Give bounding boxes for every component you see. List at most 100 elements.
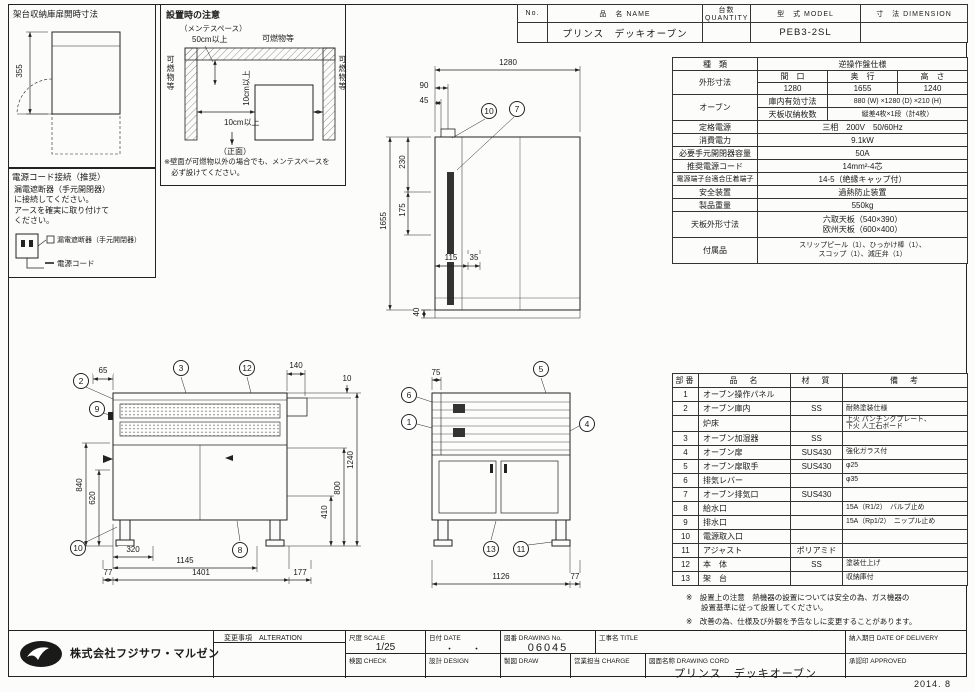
balloon-callout: 6 xyxy=(401,387,417,403)
part-name: 排気レバー xyxy=(698,472,791,488)
parts-row: 炉床 上火 パンチングプレート、 下火 人工石ボード xyxy=(672,415,968,432)
part-material xyxy=(790,570,843,586)
spec-row-value: 六取天板（540×390） 欧州天板（600×400） xyxy=(756,211,969,238)
parts-row: 10 電源取入口 xyxy=(672,528,968,544)
balloon-callout: 8 xyxy=(232,542,248,558)
cord-legend-label: 電源コード xyxy=(57,259,95,268)
parts-row: 6 排気レバー φ35 xyxy=(672,472,968,488)
parts-row: 13 架 台 収納庫付 xyxy=(672,570,968,586)
part-no: 10 xyxy=(672,528,699,544)
parts-row: 11 アジャスト ポリアミド xyxy=(672,542,968,558)
drawing-name-label: 図面名称 DRAWING CORD xyxy=(649,658,729,665)
parts-row: 7 オーブン排気口 SUS430 xyxy=(672,486,968,502)
part-material xyxy=(790,472,843,488)
col-name: 品 名 NAME xyxy=(547,4,703,23)
spec-inner-label: 庫内有効寸法 xyxy=(757,94,828,108)
check-label: 検図 CHECK xyxy=(349,658,387,665)
power-box-title: 電源コード接続（推奨） xyxy=(12,172,106,182)
part-name: オーブン庫内 xyxy=(698,401,791,416)
spec-row-label: 安全装置 xyxy=(672,185,758,199)
spec-row-label: 推奨電源コード xyxy=(672,159,758,173)
parts-row: 9 排水口 15A（Rp1/2） ニップル止め xyxy=(672,514,968,530)
clearance-50cm-label: 50cm以上 xyxy=(192,35,228,44)
dim-label: 90 xyxy=(416,82,432,90)
cell-qty xyxy=(702,22,751,43)
balloon-callout: 10 xyxy=(70,540,86,556)
spec-row-value: 50A xyxy=(756,146,969,160)
part-note: φ25 xyxy=(842,458,968,474)
parts-row: 4 オーブン扉 SUS430 強化ガラス付 xyxy=(672,444,968,460)
spec-height-header: 高 さ xyxy=(896,70,969,83)
dim-label: 177 xyxy=(288,569,312,577)
col-qty: 台数 QUANTITY xyxy=(702,4,751,23)
parts-row: 8 給水口 15A（R1/2） バルブ止め xyxy=(672,500,968,516)
part-material xyxy=(790,415,843,432)
part-material xyxy=(790,500,843,516)
parts-col-material: 材 質 xyxy=(790,373,843,388)
dim-label: 840 xyxy=(75,473,84,497)
part-no: 12 xyxy=(672,556,699,572)
part-material xyxy=(790,387,843,402)
install-box-title: 設置時の注意 xyxy=(166,10,221,20)
approved-label: 承認印 APPROVED xyxy=(849,658,907,665)
parts-row: 12 本 体 SS 塗装仕上げ xyxy=(672,556,968,572)
part-no: 4 xyxy=(672,444,699,460)
dim-label: 1401 xyxy=(184,569,218,577)
company-logo xyxy=(20,641,62,667)
part-no: 8 xyxy=(672,500,699,516)
scale-area: 尺度 SCALE 1/25 xyxy=(345,631,425,654)
spec-depth-header: 奥 行 xyxy=(827,70,898,83)
rack-box-title: 架台収納庫扉開時寸法 xyxy=(13,9,99,19)
spec-row-label: 定格電源 xyxy=(672,120,758,134)
part-name: オーブン加湿器 xyxy=(698,430,791,446)
project-title-label: 工事名 TITLE xyxy=(599,635,639,642)
part-note: 強化ガラス付 xyxy=(842,444,968,460)
clearance-10cm-label: 10cm以上 xyxy=(224,118,260,127)
delivery-area: 納入期日 DATE OF DELIVERY xyxy=(845,631,967,654)
spec-inner-value: 880 (W) ×1280 (D) ×210 (H) xyxy=(826,94,969,108)
drawing-number-label: 図番 DRAWING No. xyxy=(504,635,562,642)
part-note xyxy=(842,387,968,402)
dim-label: 1126 xyxy=(484,573,518,581)
part-no: 1 xyxy=(672,387,699,402)
dim-label: 65 xyxy=(93,367,113,375)
part-name: 本 体 xyxy=(698,556,791,572)
spec-row-label: 電源端子台適合圧着端子 xyxy=(672,172,758,186)
part-name: 給水口 xyxy=(698,500,791,516)
charge-area: 営業担当 CHARGE xyxy=(570,654,645,678)
part-no: 2 xyxy=(672,401,699,416)
cell-name: プリンス デッキオーブン xyxy=(547,22,703,43)
part-material: SUS430 xyxy=(790,458,843,474)
spec-height-value: 1240 xyxy=(896,82,969,95)
part-note: 塗装仕上げ xyxy=(842,556,968,572)
part-material xyxy=(790,528,843,544)
part-material: SS xyxy=(790,556,843,572)
balloon-callout: 7 xyxy=(509,101,525,117)
part-no: 13 xyxy=(672,570,699,586)
footnote-line: 設置基準に従って設置してください。 xyxy=(686,602,828,612)
dim-label: 355 xyxy=(15,59,24,83)
spec-width-value: 1280 xyxy=(757,82,828,95)
charge-label: 営業担当 CHARGE xyxy=(574,658,630,665)
parts-row: 2 オーブン庫内 SS 耐熱塗装仕様 xyxy=(672,401,968,416)
date-label: 日付 DATE xyxy=(429,635,461,642)
part-name: オーブン操作パネル xyxy=(698,387,791,402)
dim-label: 410 xyxy=(320,500,329,524)
part-no: 5 xyxy=(672,458,699,474)
part-name: オーブン扉 xyxy=(698,444,791,460)
part-name: 電源取入口 xyxy=(698,528,791,544)
project-title-area: 工事名 TITLE xyxy=(595,631,845,654)
spec-row-value: スリップピール（1）、ひっかけ棒（1）、 スコップ（1）、減圧弁（1） xyxy=(756,237,969,264)
sheet-border xyxy=(8,4,967,677)
spec-row-label: 消費電力 xyxy=(672,133,758,147)
part-note: 上火 パンチングプレート、 下火 人工石ボード xyxy=(842,415,968,432)
breaker-legend-label: 漏電遮断器（手元開閉器） xyxy=(57,237,141,244)
issue-date: 2014. 8 xyxy=(914,679,952,689)
company-name: 株式会社フジサワ・マルゼン xyxy=(70,648,220,660)
spec-row-value: 9.1kW xyxy=(756,133,969,147)
part-name: アジャスト xyxy=(698,542,791,558)
spec-row-value: 三相 200V 50/60Hz xyxy=(756,120,969,134)
dim-label: 800 xyxy=(333,476,342,500)
part-no: 11 xyxy=(672,542,699,558)
part-name: オーブン排気口 xyxy=(698,486,791,502)
